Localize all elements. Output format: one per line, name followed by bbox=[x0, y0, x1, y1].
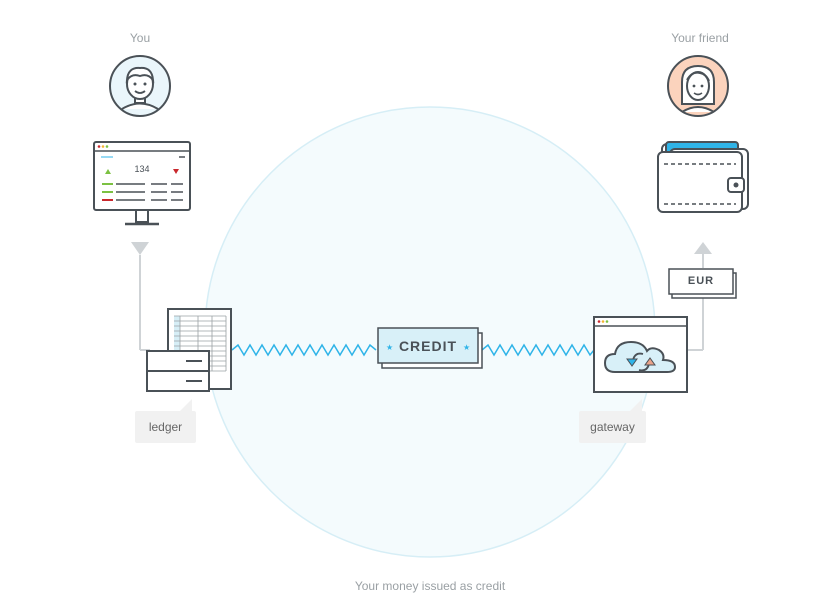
wallet-icon bbox=[657, 141, 749, 213]
you-avatar-icon bbox=[109, 55, 171, 117]
credit-label: CREDIT bbox=[398, 338, 458, 354]
gateway-window-icon bbox=[593, 316, 688, 393]
gateway-tag-pointer bbox=[630, 399, 642, 411]
credit-banknote-icon: ★ ★ bbox=[377, 327, 483, 369]
footer-caption: Your money issued as credit bbox=[354, 579, 506, 593]
trading-monitor: 134 bbox=[93, 141, 191, 231]
friend-avatar-icon bbox=[667, 55, 729, 117]
zigzag-right bbox=[481, 343, 595, 357]
you-label: You bbox=[129, 31, 151, 45]
gateway-label: gateway bbox=[579, 411, 646, 443]
ledger-tag-pointer bbox=[180, 399, 192, 411]
banknote-icon bbox=[668, 268, 737, 299]
credit-note: ★ ★ CREDIT bbox=[377, 327, 483, 369]
zigzag-left bbox=[231, 343, 377, 357]
eur-label: EUR bbox=[687, 275, 715, 287]
ledger-label: ledger bbox=[135, 411, 196, 443]
svg-text:★: ★ bbox=[386, 343, 393, 352]
eur-note: EUR bbox=[668, 268, 738, 300]
ledger-server-icon bbox=[146, 308, 232, 392]
monitor-value: 134 bbox=[134, 164, 150, 174]
svg-text:★: ★ bbox=[463, 343, 470, 352]
monitor-icon bbox=[93, 141, 191, 226]
friend-label: Your friend bbox=[671, 31, 729, 45]
